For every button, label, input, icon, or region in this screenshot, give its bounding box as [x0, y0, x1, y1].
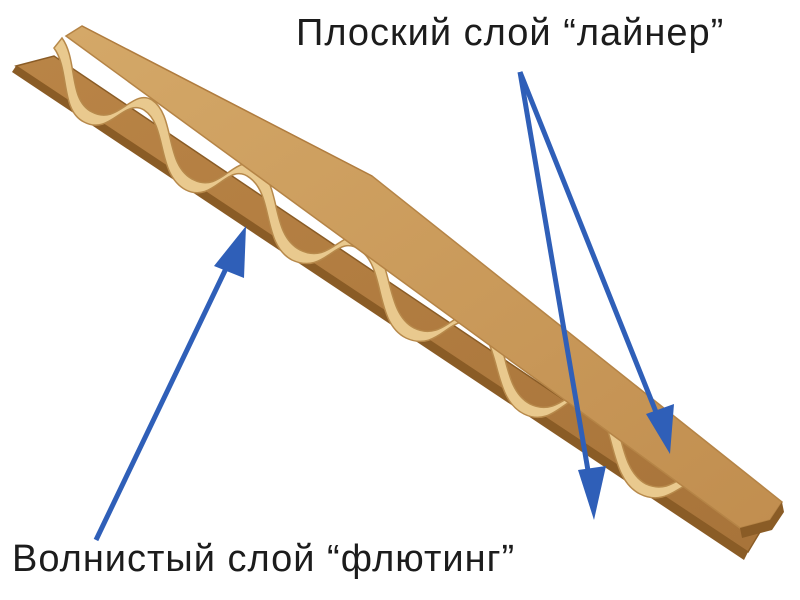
- liner-arrows: [517, 71, 674, 520]
- liner-label: Плоский слой “лайнер”: [296, 12, 725, 54]
- fluting-arrow-line: [93, 254, 235, 542]
- fluting-label: Волнистый слой “флютинг”: [12, 538, 516, 580]
- top-liner-fold: [81, 25, 373, 177]
- liner-arrow-1: [517, 71, 595, 495]
- liner-arrow-2: [517, 71, 667, 433]
- fluting-arrow: [93, 226, 246, 542]
- top-liner-edge: [740, 502, 784, 538]
- liner-arrowhead-2: [646, 404, 674, 454]
- fluting-arrowhead: [214, 226, 246, 278]
- liner-arrowhead-1: [578, 466, 606, 520]
- top-liner-sheet: [64, 25, 784, 529]
